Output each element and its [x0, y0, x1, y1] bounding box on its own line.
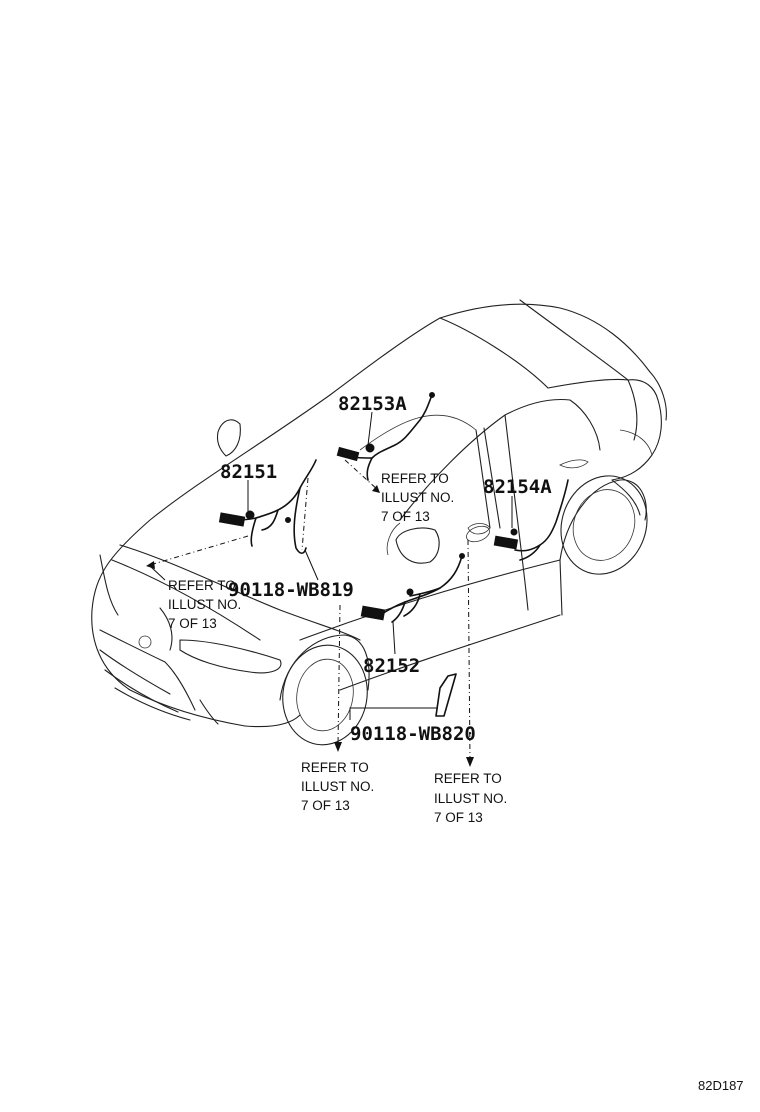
bracket-90118-wb820 — [435, 673, 457, 717]
svg-text:7 OF 13: 7 OF 13 — [434, 810, 483, 825]
svg-text:ILLUST NO.: ILLUST NO. — [381, 490, 454, 505]
svg-text:REFER TO: REFER TO — [168, 578, 236, 593]
part-labels: 82153A 82151 82154A 82152 90118-WB819 90… — [220, 393, 552, 745]
harness-82151 — [218, 459, 317, 555]
car-outline — [91, 299, 667, 746]
harness-82153a — [336, 392, 435, 481]
reference-lines — [146, 459, 474, 767]
svg-text:7 OF 13: 7 OF 13 — [381, 509, 430, 524]
svg-text:REFER TO: REFER TO — [301, 760, 369, 775]
label-90118-wb819: 90118-WB819 — [228, 579, 354, 601]
svg-text:REFER TO: REFER TO — [434, 771, 502, 786]
svg-text:7 OF 13: 7 OF 13 — [168, 616, 217, 631]
leader-lines — [247, 411, 513, 720]
label-82153a: 82153A — [338, 393, 407, 415]
ref-note-roof: REFER TO ILLUST NO. 7 OF 13 — [381, 471, 454, 524]
svg-text:ILLUST NO.: ILLUST NO. — [301, 779, 374, 794]
harness-82152 — [360, 553, 465, 623]
harness-82154a — [493, 479, 569, 561]
svg-text:ILLUST NO.: ILLUST NO. — [434, 791, 507, 806]
ref-note-front: REFER TO ILLUST NO. 7 OF 13 — [168, 578, 241, 631]
label-82151: 82151 — [220, 461, 277, 483]
door-fixture — [466, 525, 490, 543]
label-82154a: 82154A — [483, 476, 552, 498]
label-82152: 82152 — [363, 655, 420, 677]
label-90118-wb820: 90118-WB820 — [350, 723, 476, 745]
ref-note-bottom-left: REFER TO ILLUST NO. 7 OF 13 — [301, 760, 374, 813]
svg-text:ILLUST NO.: ILLUST NO. — [168, 597, 241, 612]
diagram-code: 82D187 — [698, 1078, 744, 1093]
svg-text:REFER TO: REFER TO — [381, 471, 449, 486]
ref-note-bottom-right: REFER TO ILLUST NO. 7 OF 13 — [434, 771, 507, 825]
svg-text:7 OF 13: 7 OF 13 — [301, 798, 350, 813]
